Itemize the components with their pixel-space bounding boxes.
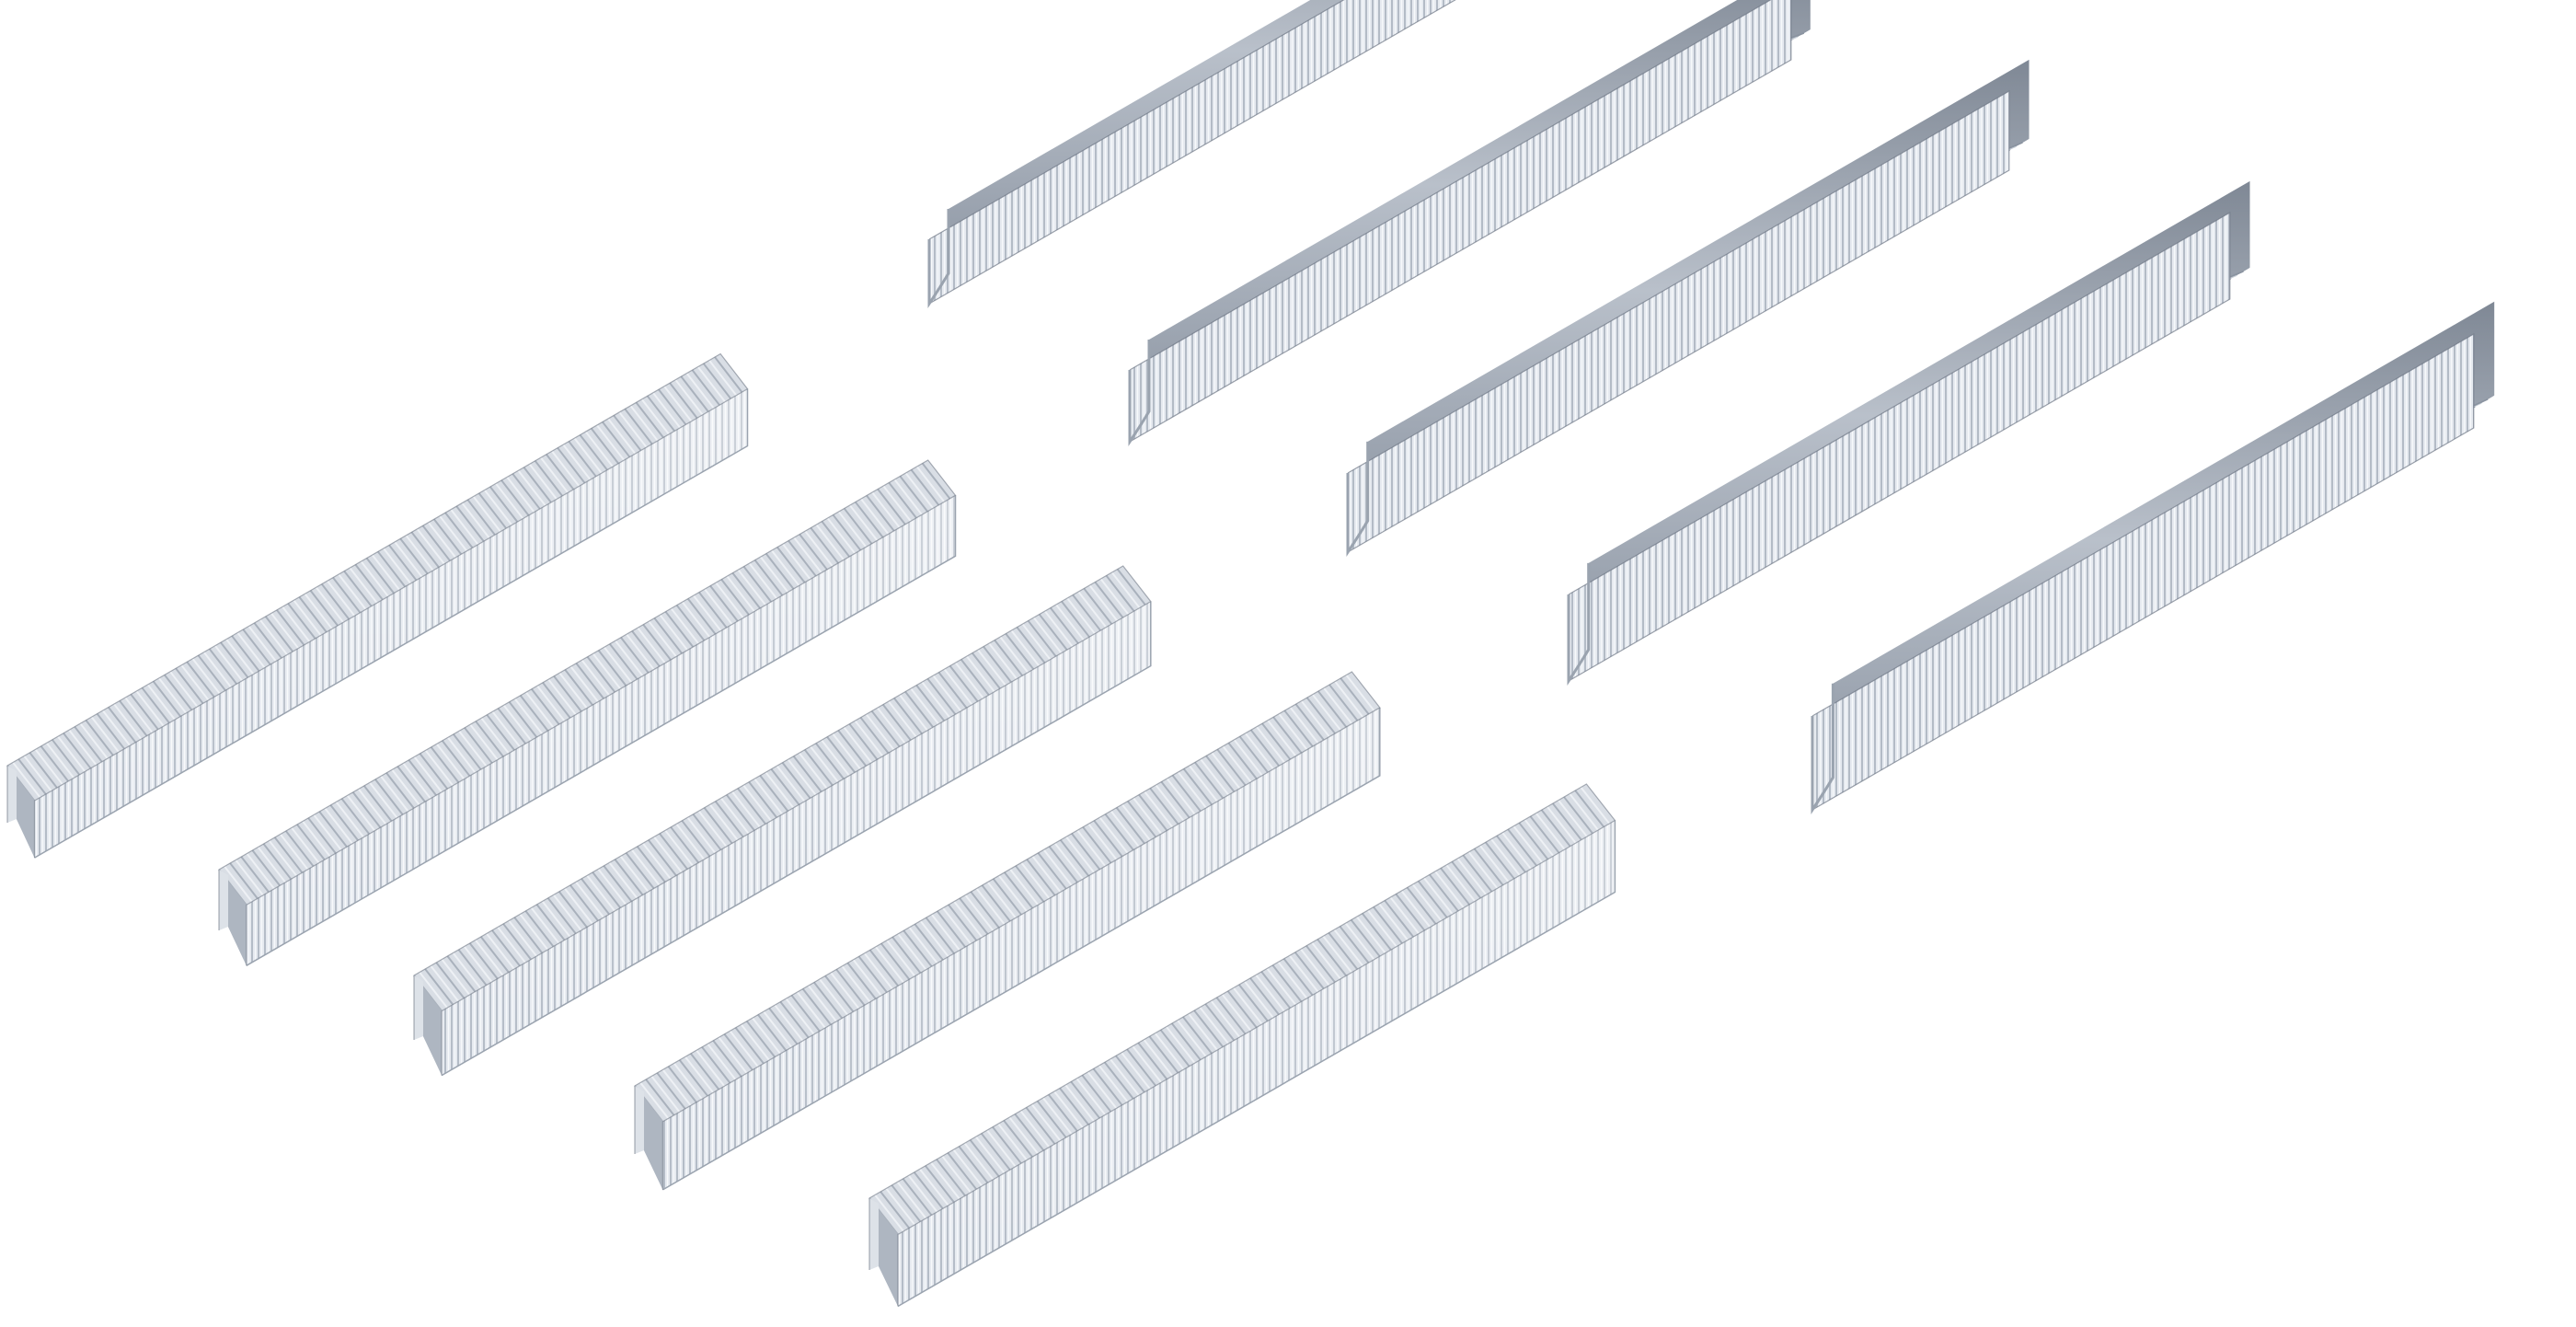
staple-strip-legs-up: [927, 0, 1456, 308]
staple-strip-crown-up: [634, 671, 1381, 1191]
staple-strip-legs-up: [1811, 301, 2495, 814]
staple-strip-crown-up: [218, 459, 957, 966]
legs-up-staple-strips: [927, 0, 2495, 814]
staple-strip-crown-up: [868, 783, 1616, 1308]
crown-up-staple-strips: [6, 352, 1616, 1308]
staple-strip-crown-up: [413, 565, 1152, 1077]
staple-strip-legs-up: [1128, 0, 1811, 446]
staple-strip-legs-up: [1567, 180, 2250, 686]
staple-strip-crown-up: [6, 352, 749, 859]
staple-strip-legs-up: [1346, 59, 2030, 557]
